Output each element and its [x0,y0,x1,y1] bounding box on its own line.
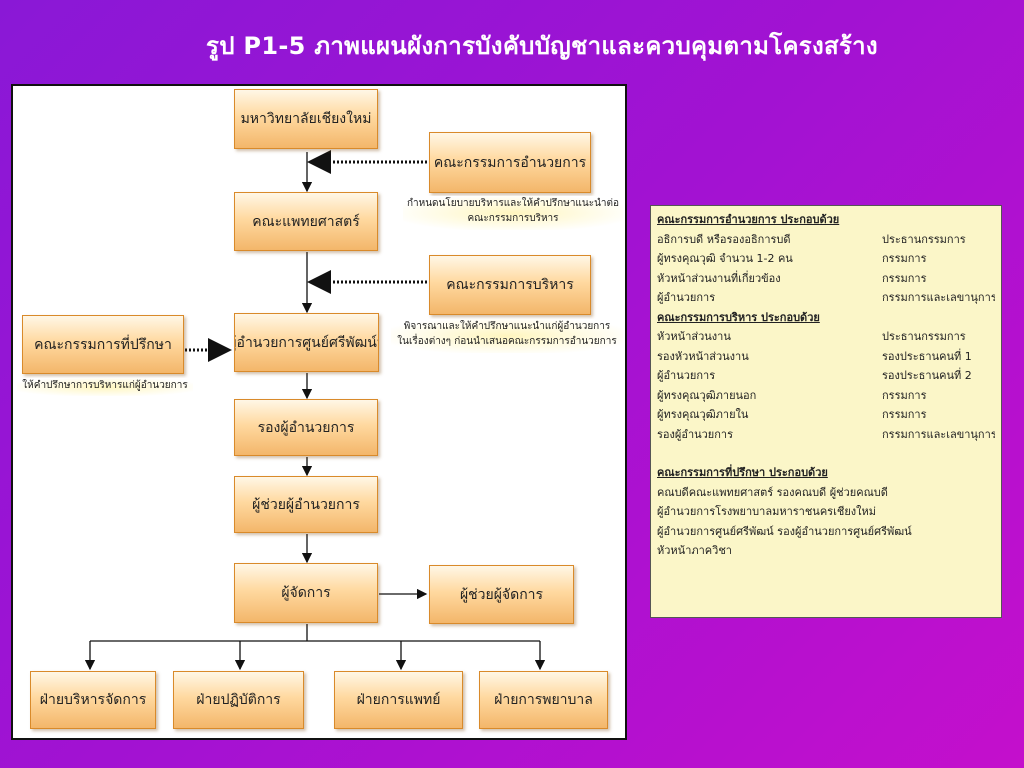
node-assistant-director: ผู้ช่วยผู้อำนวยการ [234,476,378,533]
admin-committee-heading: คณะกรรมการอำนวยการ ประกอบด้วย [657,213,840,226]
spacer [657,444,995,463]
list-item: รองผู้อำนวยการกรรมการและเลขานุการ [657,427,995,441]
node-dept-medical: ฝ่ายการแพทย์ [334,671,463,729]
org-chart-panel: มหาวิทยาลัยเชียงใหม่ คณะแพทยศาสตร์ ผู้อำ… [11,84,627,740]
list-item: ผู้อำนวยการรองประธานคนที่ 2 [657,369,972,382]
node-dept-management: ฝ่ายบริหารจัดการ [30,671,156,729]
node-exec-committee: คณะกรรมการบริหาร [429,255,591,315]
committee-composition-box: คณะกรรมการอำนวยการ ประกอบด้วย อธิการบดี … [650,205,1002,618]
node-faculty-of-medicine: คณะแพทยศาสตร์ [234,192,378,251]
advisory-committee-note: ให้คำปรึกษาการบริหารแก่ผู้อำนวยการ [17,378,193,396]
list-item: ผู้อำนวยการศูนย์ศรีพัฒน์ รองผู้อำนวยการศ… [657,524,912,538]
node-admin-committee: คณะกรรมการอำนวยการ [429,132,591,193]
node-dept-operations: ฝ่ายปฏิบัติการ [173,671,304,729]
list-item: ผู้ทรงคุณวุฒิ จำนวน 1-2 คนกรรมการ [657,252,927,265]
list-item: หัวหน้าภาควิชา [657,544,732,557]
list-item: รองหัวหน้าส่วนงานรองประธานคนที่ 1 [657,349,972,363]
list-item: ผู้อำนวยการกรรมการและเลขานุการ [657,291,995,304]
node-deputy-director: รองผู้อำนวยการ [234,399,378,456]
node-university: มหาวิทยาลัยเชียงใหม่ [234,89,378,149]
exec-committee-note: พิจารณาและให้คำปรึกษาแนะนำแก่ผู้อำนวยการ… [391,319,623,353]
exec-committee-note-line-2: ในเรื่องต่างๆ ก่อนนำเสนอคณะกรรมการอำนวยก… [397,336,617,347]
node-manager: ผู้จัดการ [234,563,378,623]
node-assistant-manager: ผู้ช่วยผู้จัดการ [429,565,574,624]
exec-committee-heading: คณะกรรมการบริหาร ประกอบด้วย [657,310,820,324]
list-item: ผู้อำนวยการโรงพยาบาลมหาราชนครเชียงใหม่ [657,505,877,518]
list-item: หัวหน้าส่วนงานประธานกรรมการ [657,330,966,343]
node-director: ผู้อำนวยการศูนย์ศรีพัฒน์ฯ [234,313,379,372]
admin-committee-note: กำหนดนโยบายบริหารและให้คำปรึกษาแนะนำต่อ … [403,196,623,230]
node-advisory-committee: คณะกรรมการที่ปรึกษา [22,315,184,374]
list-item: หัวหน้าส่วนงานที่เกี่ยวข้องกรรมการ [657,271,927,285]
exec-committee-note-line-1: พิจารณาและให้คำปรึกษาแนะนำแก่ผู้อำนวยการ [403,321,611,332]
admin-committee-note-line-1: กำหนดนโยบายบริหารและให้คำปรึกษาแนะนำต่อ [406,198,620,209]
admin-committee-note-line-2: คณะกรรมการบริหาร [467,213,559,224]
node-dept-nursing: ฝ่ายการพยาบาล [479,671,608,729]
slide-title: รูป P1-5 ภาพแผนผังการบังคับบัญชาและควบคุ… [206,32,878,60]
advisory-committee-heading: คณะกรรมการที่ปรึกษา ประกอบด้วย [657,466,828,479]
list-item: อธิการบดี หรือรองอธิการบดีประธานกรรมการ [657,232,966,246]
list-item: ผู้ทรงคุณวุฒิภายในกรรมการ [657,408,927,421]
list-item: ผู้ทรงคุณวุฒิภายนอกกรรมการ [657,388,927,402]
list-item: คณบดีคณะแพทยศาสตร์ รองคณบดี ผู้ช่วยคณบดี [657,485,888,499]
connector-lines [84,150,546,671]
